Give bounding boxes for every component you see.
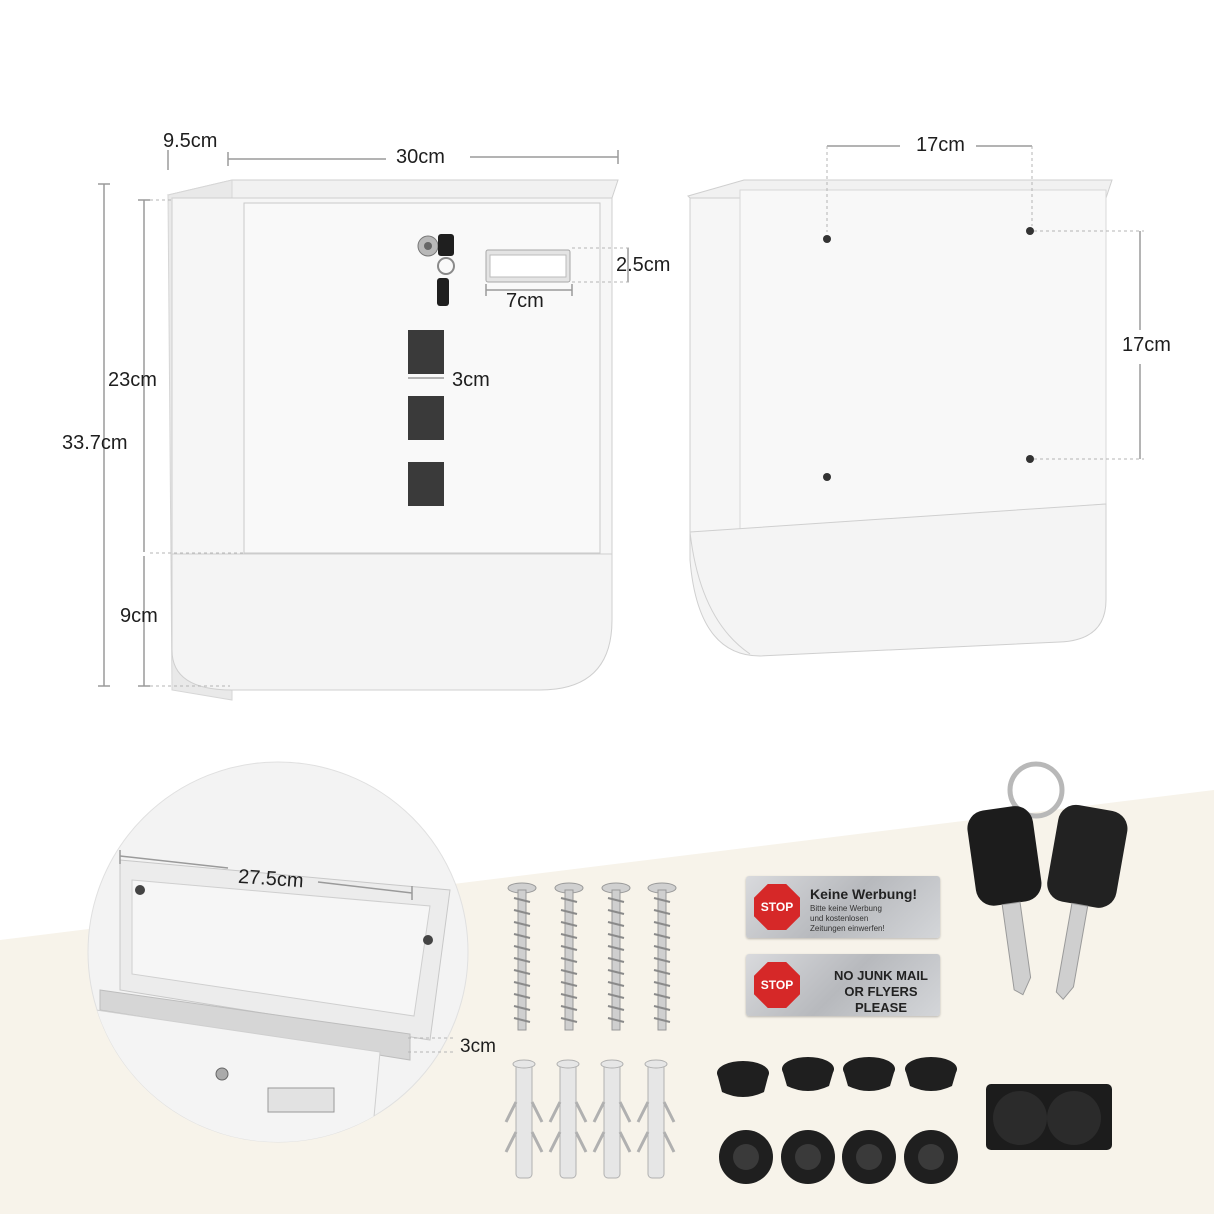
width-label: 30cm: [396, 146, 445, 168]
anchors-group: [504, 1059, 676, 1179]
bumpers-group: [717, 1057, 958, 1184]
depth-label: 9.5cm: [163, 130, 218, 152]
adhesive-pad: [986, 1084, 1112, 1150]
sign-de-line-3: Zeitungen einwerfen!: [810, 924, 885, 933]
front-window-1: [408, 330, 444, 374]
hole-horizontal-label: 17cm: [916, 134, 965, 156]
sign-en-line-1: NO JUNK MAIL: [834, 968, 928, 983]
sign-de-text: Bitte keine Werbung und kostenlosen Zeit…: [810, 904, 885, 934]
stop-sign-icon: STOP: [754, 962, 800, 1008]
sign-en-line-2: OR FLYERS PLEASE: [844, 984, 918, 1015]
sign-de-title: Keine Werbung!: [810, 886, 918, 902]
sign-en-text: NO JUNK MAIL OR FLYERS PLEASE: [822, 968, 940, 1016]
sign-keine-werbung: STOP Keine Werbung! Bitte keine Werbung …: [746, 876, 940, 938]
front-window-3: [408, 462, 444, 506]
newspaper-label: 9cm: [120, 605, 158, 627]
hole-vertical-label: 17cm: [1122, 334, 1171, 356]
sign-de-line-2: und kostenlosen: [810, 914, 869, 923]
sign-de-line-1: Bitte keine Werbung: [810, 904, 882, 913]
upper-height-label: 23cm: [108, 369, 157, 391]
opening-label: 3cm: [460, 1036, 496, 1057]
window-label: 3cm: [452, 369, 490, 391]
sign-no-junk-mail: STOP NO JUNK MAIL OR FLYERS PLEASE: [746, 954, 940, 1016]
slot-height-label: 2.5cm: [616, 254, 671, 276]
total-height-label: 33.7cm: [62, 432, 128, 454]
screws-group: [507, 882, 677, 1031]
stop-sign-icon: STOP: [754, 884, 800, 930]
front-window-2: [408, 396, 444, 440]
slot-width-label: 7cm: [506, 290, 544, 312]
keys-group: [967, 761, 1128, 1001]
